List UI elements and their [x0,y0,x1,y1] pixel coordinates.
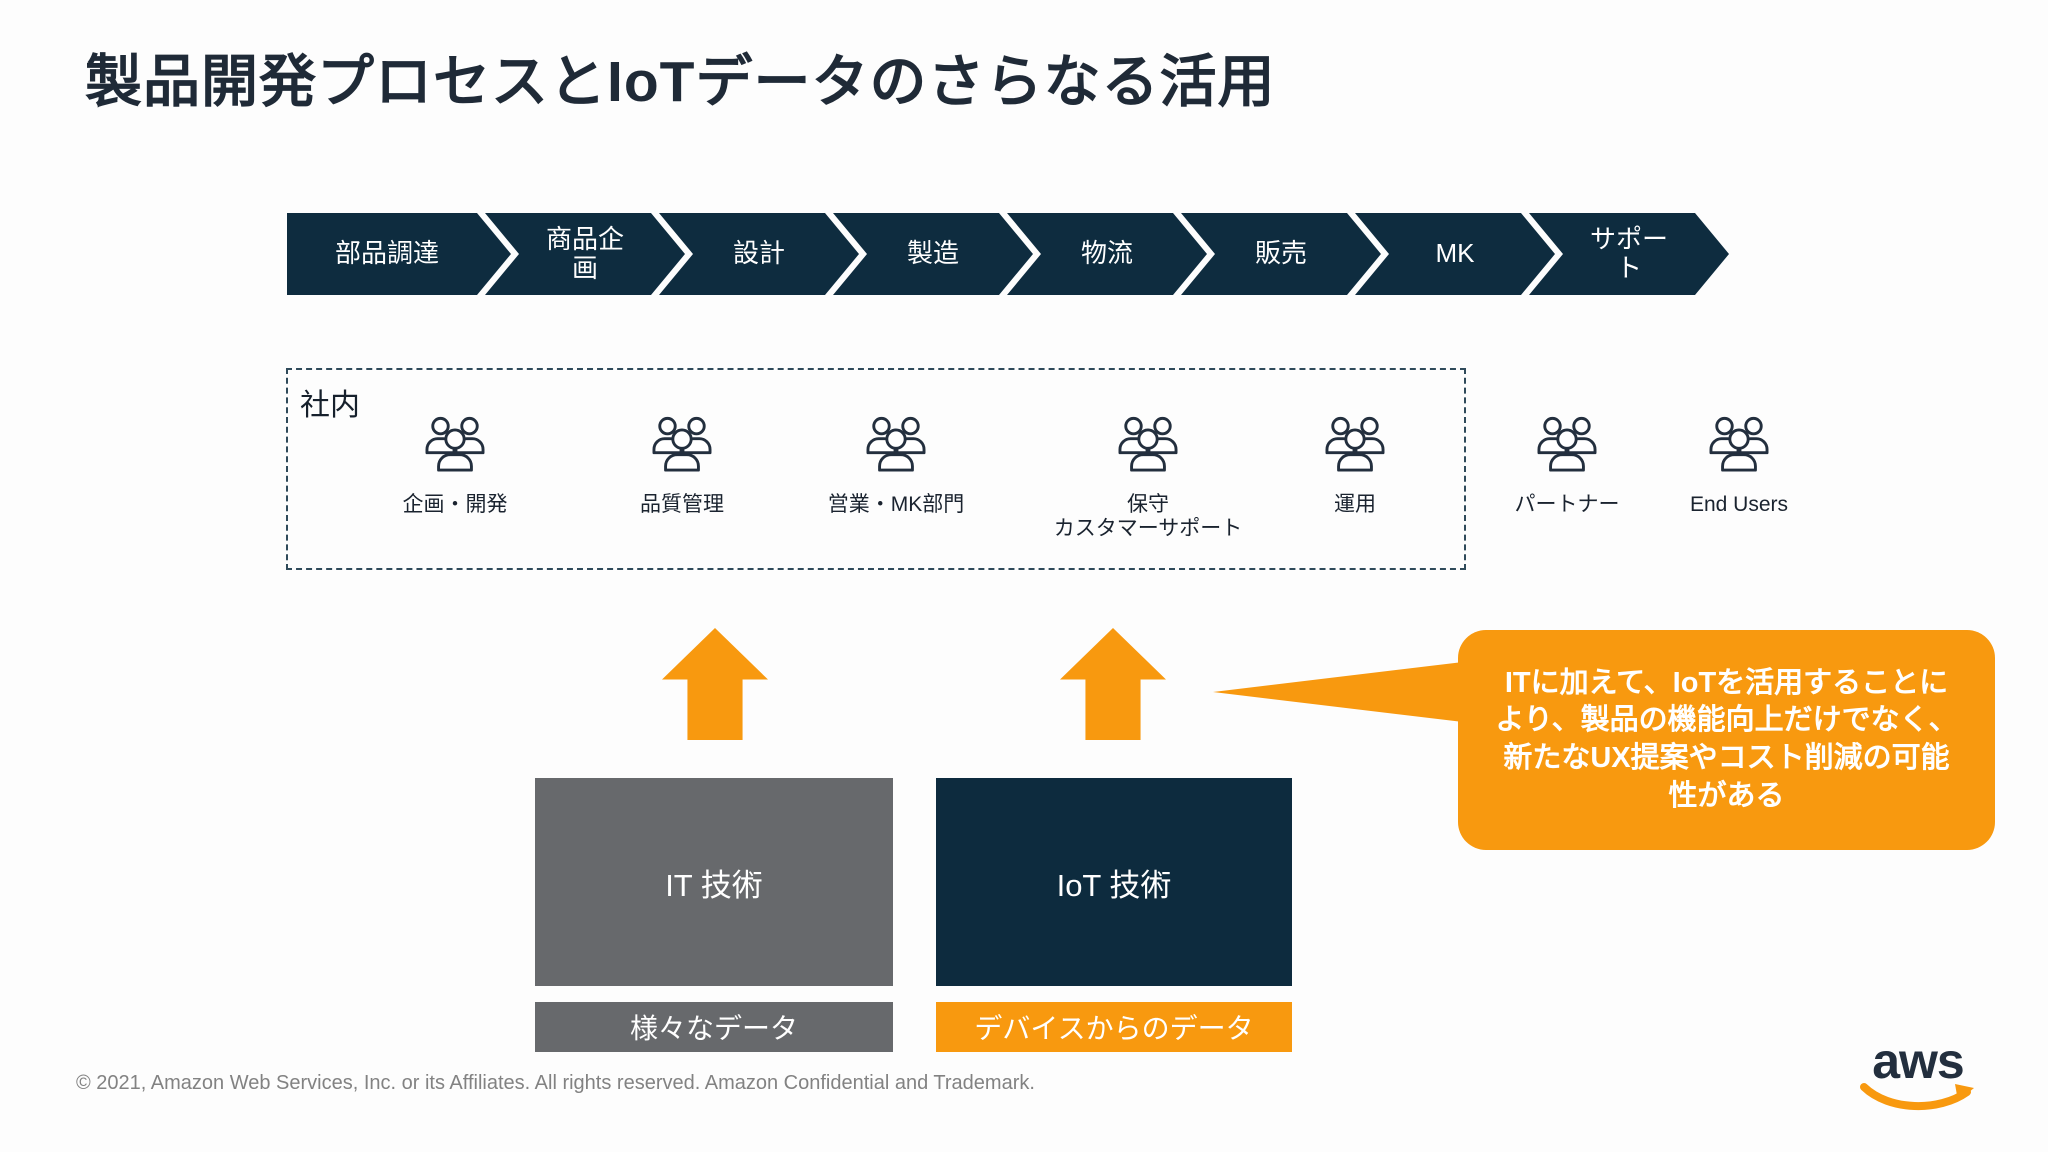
people-group-icon [425,416,485,472]
org-group-label: 企画・開発 [402,493,508,516]
org-group-label: パートナー [1514,493,1620,516]
slide-title: 製品開発プロセスとIoTデータのさらなる活用 [85,50,1276,114]
process-step-mk: MK [1355,213,1555,295]
it-technology-box: IT 技術 [535,778,893,986]
people-group-icon [652,416,712,472]
process-step-parts-procurement: 部品調達 [287,213,511,295]
people-group-icon [1537,416,1597,472]
process-step-manufacturing: 製造 [833,213,1033,295]
process-step-design: 設計 [659,213,859,295]
process-flow: 部品調達 商品企 画 設計 製造 物流 販売 MK サポー ト [287,213,1729,295]
org-group-end-users: End Users [1599,415,1879,517]
process-step-product-planning: 商品企 画 [485,213,685,295]
callout-bubble: ITに加えて、IoTを活用することに より、製品の機能向上だけでなく、 新たなU… [1458,630,1995,850]
org-group-maintenance-support: 保守 カスタマーサポート [1008,415,1288,542]
org-group-label: 運用 [1334,493,1376,516]
people-group-icon [866,416,926,472]
callout-tail [1213,662,1463,722]
process-step-support: サポー ト [1529,213,1729,295]
process-step-sales: 販売 [1181,213,1381,295]
org-group-label: 営業・MK部門 [827,493,965,516]
org-group-operations: 運用 [1215,415,1495,517]
people-group-icon [1325,416,1385,472]
iot-technology-box: IoT 技術 [936,778,1292,986]
internal-org-dashed-box [286,368,1466,570]
callout-text: ITに加えて、IoTを活用することに より、製品の機能向上だけでなく、 新たなU… [1495,666,1958,812]
copyright-footer: © 2021, Amazon Web Services, Inc. or its… [76,1072,1035,1094]
org-group-quality: 品質管理 [542,415,822,517]
org-group-sales-mk: 営業・MK部門 [756,415,1036,517]
aws-logo-text: aws [1872,1033,1965,1089]
iot-up-arrow-icon [1060,628,1166,740]
org-group-planning-dev: 企画・開発 [315,415,595,517]
org-group-partner: パートナー [1427,415,1707,517]
org-group-label: 保守 カスタマーサポート [1053,493,1243,541]
internal-org-label: 社内 [300,389,360,422]
org-group-label: End Users [1689,493,1789,516]
org-group-label: 品質管理 [640,493,724,516]
people-group-icon [1118,416,1178,472]
process-step-logistics: 物流 [1007,213,1207,295]
people-group-icon [1709,416,1769,472]
aws-smile-icon [1860,1083,1974,1111]
iot-data-bar: デバイスからのデータ [936,1002,1292,1052]
it-up-arrow-icon [662,628,768,740]
aws-logo: aws [1858,1036,1978,1121]
it-data-bar: 様々なデータ [535,1002,893,1052]
